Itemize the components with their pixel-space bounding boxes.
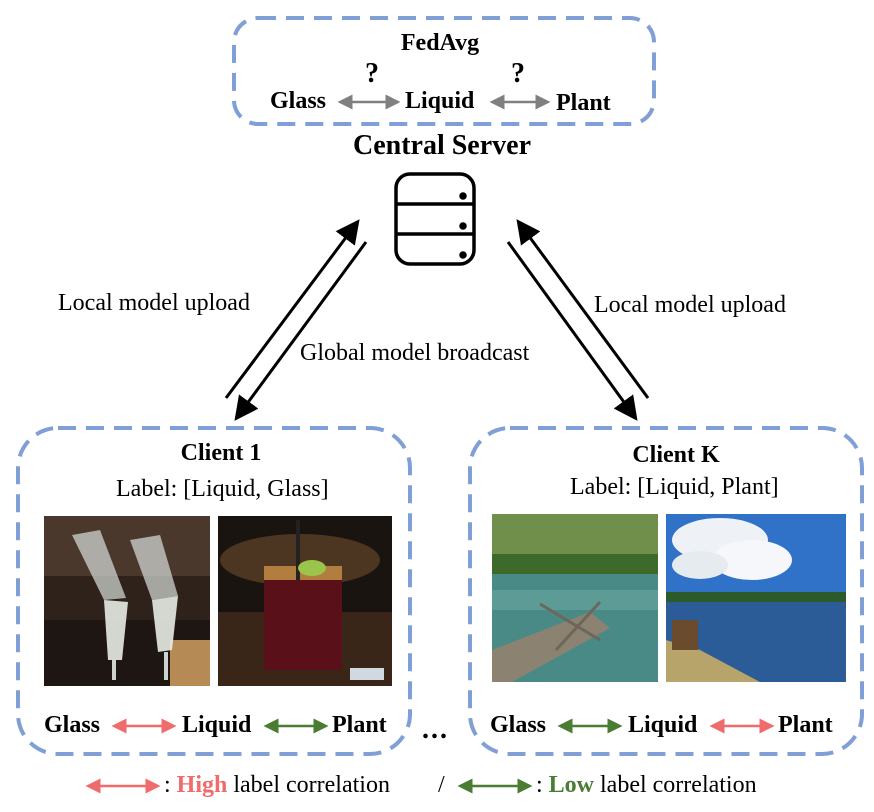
c1-label-plant: Plant: [332, 712, 387, 738]
legend-separator: /: [438, 772, 445, 798]
upload-text-right: Local model upload: [594, 292, 786, 318]
legend-high-prefix: :: [164, 772, 177, 798]
ck-label-liquid: Liquid: [628, 712, 698, 738]
legend-low-prefix: :: [536, 772, 549, 798]
client-1-box: [16, 426, 412, 756]
legend-low-word: Low: [548, 772, 595, 798]
server-label-liquid: Liquid: [405, 88, 475, 114]
c1-label-glass: Glass: [44, 712, 101, 738]
legend-low: : Low label correlation: [536, 772, 757, 799]
legend-high: : High label correlation: [164, 772, 390, 799]
client-k-title: Client K: [632, 442, 720, 468]
broadcast-text: Global model broadcast: [300, 340, 530, 366]
upload-text-left: Local model upload: [58, 290, 250, 316]
lake-shore-photo: [666, 514, 846, 682]
forest-lake-photo: [492, 514, 658, 682]
client-1-title: Client 1: [180, 440, 262, 466]
broadcast-arrow-right: [506, 241, 638, 421]
ck-label-glass: Glass: [490, 712, 547, 738]
client-k-label-text: Label: [Liquid, Plant]: [570, 474, 779, 500]
upload-arrow-right: [516, 219, 650, 399]
c1-label-liquid: Liquid: [182, 712, 252, 738]
legend-high-word: High: [176, 772, 228, 798]
server-label-glass: Glass: [270, 88, 327, 114]
question-mark-right: ?: [511, 58, 525, 89]
champagne-glasses-photo: [44, 516, 210, 686]
client-k-box: [468, 426, 864, 756]
upload-arrow-left: [224, 219, 360, 399]
ck-label-plant: Plant: [778, 712, 833, 738]
client-1-label-text: Label: [Liquid, Glass]: [116, 476, 329, 502]
server-box: [232, 16, 656, 126]
question-mark-left: ?: [365, 58, 379, 89]
legend-low-suffix: label correlation: [594, 772, 757, 798]
broadcast-arrow-left: [234, 241, 368, 421]
database-icon: [394, 172, 476, 266]
ellipsis: ...: [422, 714, 449, 745]
iced-drink-photo: [218, 516, 392, 686]
legend-high-suffix: label correlation: [227, 772, 390, 798]
algorithm-label: FedAvg: [400, 30, 480, 56]
server-label-plant: Plant: [556, 90, 611, 116]
central-server-title: Central Server: [352, 130, 532, 161]
